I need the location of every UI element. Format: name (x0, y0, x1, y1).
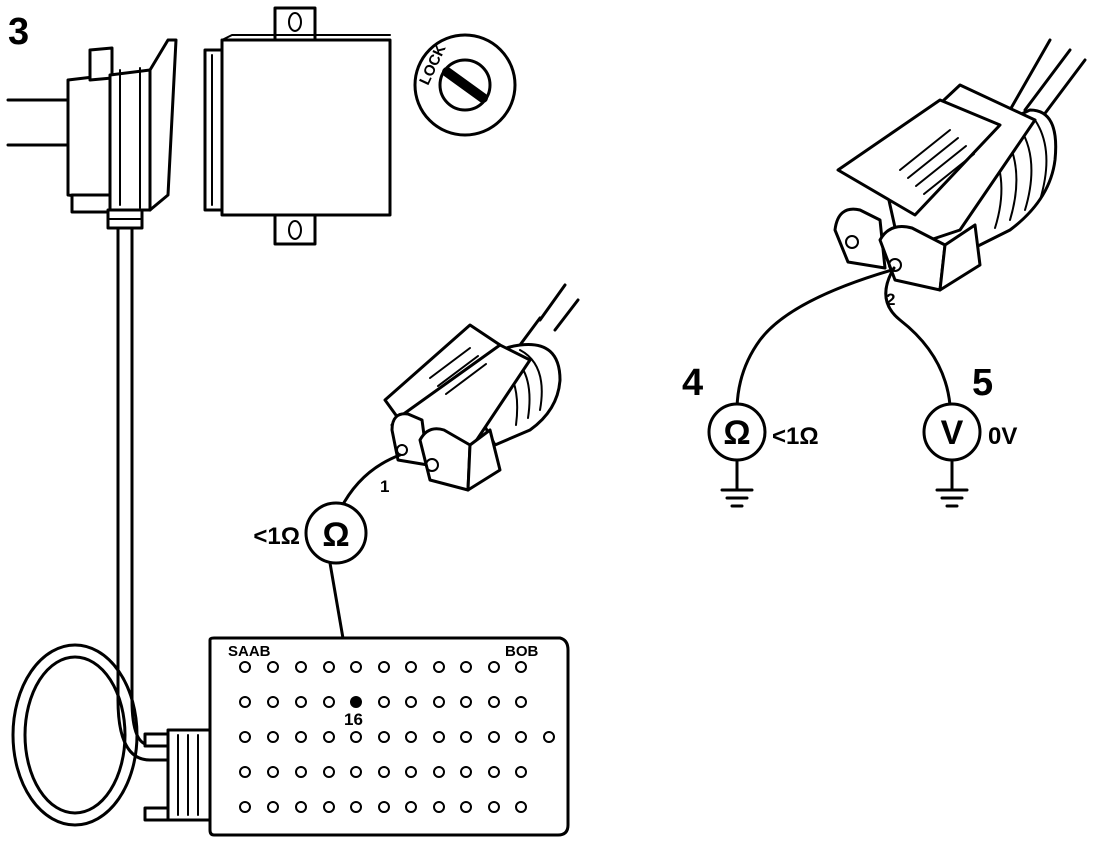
bob-pin (460, 801, 472, 813)
bob-pin (267, 766, 279, 778)
bob-pin (433, 696, 445, 708)
probe-wire-ohm-right (735, 268, 894, 410)
bob-pin (323, 661, 335, 673)
bob-pin (405, 696, 417, 708)
bob-pin (405, 766, 417, 778)
bob-pin (323, 696, 335, 708)
bob-pin (543, 731, 555, 743)
bob-pin (295, 661, 307, 673)
bob-pin (433, 731, 445, 743)
bob-pin (295, 801, 307, 813)
bob-pin (239, 661, 251, 673)
bob-pin (295, 766, 307, 778)
bob-pin (460, 731, 472, 743)
bob-pin (267, 661, 279, 673)
bob-pin (460, 661, 472, 673)
lock-label: LOCK (416, 42, 449, 88)
control-module (203, 6, 392, 246)
bob-pin (239, 766, 251, 778)
bob-pin (488, 696, 500, 708)
step-number-4: 4 (682, 362, 703, 404)
bob-pin (488, 731, 500, 743)
bob-pin (378, 801, 390, 813)
bob-pin (515, 661, 527, 673)
bob-pin (515, 731, 527, 743)
ohm-symbol-left: Ω (322, 516, 349, 554)
bob-pin (350, 731, 362, 743)
step-number-5: 5 (972, 362, 993, 404)
bob-pin (323, 801, 335, 813)
bob-pin (405, 661, 417, 673)
reading-ohm-right: <1Ω (772, 423, 819, 450)
bob-pin (239, 696, 251, 708)
step-number-3: 3 (8, 11, 29, 53)
bob-brand: SAAB (228, 643, 271, 660)
bob-pin (295, 696, 307, 708)
bob-pin (433, 661, 445, 673)
bob-pin (295, 731, 307, 743)
reading-left: <1Ω (253, 523, 300, 550)
bob-pin (433, 766, 445, 778)
bob-pin (239, 801, 251, 813)
lock-indicator: LOCK (413, 33, 517, 137)
pin-16-label: 16 (344, 710, 363, 729)
bob-name: BOB (505, 643, 539, 660)
component-connector-right: 2 (833, 38, 1087, 309)
breakout-cable (11, 226, 172, 827)
bob-pin (515, 766, 527, 778)
bob-pin (460, 696, 472, 708)
bob-pin (267, 801, 279, 813)
voltmeter-right: V 0V (922, 402, 1017, 508)
ohmmeter-left: Ω <1Ω (253, 501, 368, 565)
bob-pin (323, 766, 335, 778)
bob-pin (460, 766, 472, 778)
bob-pin (488, 766, 500, 778)
bob-pin (488, 801, 500, 813)
bob-pin (323, 731, 335, 743)
bob-pin (239, 731, 251, 743)
bob-pin (378, 696, 390, 708)
bob-pin (267, 731, 279, 743)
bob-pin (350, 661, 362, 673)
bob-pin-grid (239, 661, 555, 813)
bob-pin (267, 696, 279, 708)
ohm-symbol-right: Ω (723, 414, 750, 452)
bob-pin (350, 801, 362, 813)
probe-wire-left-top (338, 453, 402, 512)
bob-pin (515, 801, 527, 813)
bob-pin (405, 801, 417, 813)
bob-pin (378, 661, 390, 673)
bob-pin-16 (350, 696, 362, 708)
bob-pin (515, 696, 527, 708)
probe-wire-volt-right (884, 266, 952, 407)
reading-volt: 0V (988, 423, 1017, 450)
pin-2-label: 2 (886, 290, 895, 309)
volt-symbol: V (941, 414, 964, 452)
bob-pin (378, 731, 390, 743)
harness-adapter-connector (6, 38, 178, 230)
bob-pin (488, 661, 500, 673)
bob-pin (378, 766, 390, 778)
breakout-box: SAAB BOB 16 (143, 636, 570, 837)
bob-pin (405, 731, 417, 743)
pin-1-label: 1 (380, 477, 389, 496)
bob-pin (350, 766, 362, 778)
component-connector-left: 1 (380, 283, 580, 496)
bob-pin (433, 801, 445, 813)
ohmmeter-right: Ω <1Ω (707, 402, 819, 508)
